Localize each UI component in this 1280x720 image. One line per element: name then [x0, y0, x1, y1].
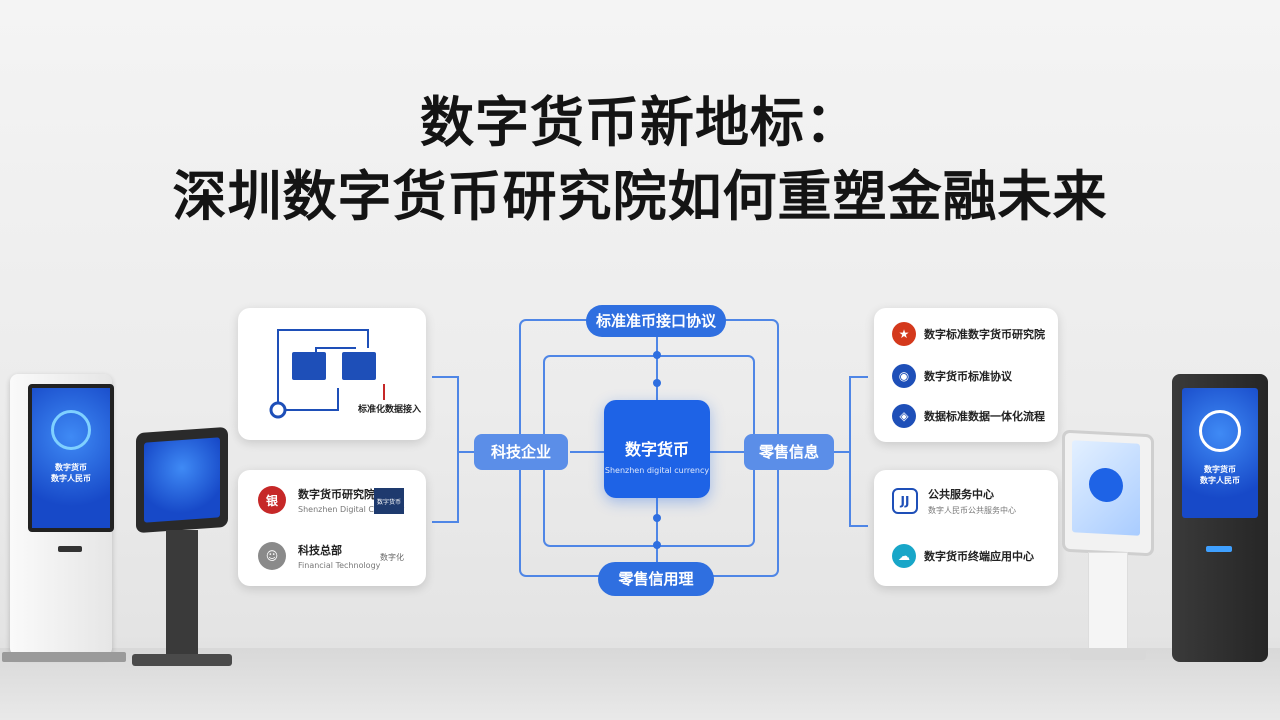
- hub-label: 数字货币: [624, 440, 689, 459]
- title-line-1: 数字货币新地标：: [420, 91, 860, 154]
- title-line-2: 深圳数字货币研究院如何重塑金融未来: [172, 165, 1108, 228]
- kiosk-right-dark: 数字货币 数字人民币: [1172, 374, 1268, 664]
- flow-diagram-icon: [269, 329, 385, 419]
- diagram-card: 标准化数据接入: [238, 308, 426, 440]
- list-item: JJ 公共服务中心 数字人民币公共服务中心: [892, 486, 1016, 516]
- card-slot: [1206, 546, 1232, 552]
- hub-sub: Shenzhen digital currency: [604, 466, 710, 475]
- kiosk-left-white: 数字货币 数字人民币: [2, 374, 126, 664]
- left-node: 科技企业: [474, 434, 568, 470]
- bank-row: 银 数字货币研究院 Shenzhen Digital Currency: [258, 486, 404, 514]
- diagram-card-label: 标准化数据接入: [358, 405, 422, 415]
- list-item-label: 数字货币终端应用中心: [924, 550, 1034, 563]
- bracket-icon: JJ: [892, 488, 918, 514]
- kiosk-screen-text: 数字货币 数字人民币: [51, 463, 91, 483]
- eye-icon: ◉: [892, 364, 916, 388]
- kiosk-logo-icon: [1199, 410, 1241, 452]
- person-name: 科技总部: [298, 544, 342, 557]
- avatar-icon: ☺: [258, 542, 286, 570]
- services-card: JJ 公共服务中心 数字人民币公共服务中心 ☁ 数字货币终端应用中心: [874, 470, 1058, 586]
- list-item-label: 数字标准数字货币研究院: [924, 328, 1045, 341]
- kiosk-screen: [1072, 440, 1140, 536]
- list-item-label: 数据标准数据一体化流程: [924, 410, 1045, 423]
- list-item: ◉ 数字货币标准协议: [892, 364, 1012, 388]
- emblem-icon: ★: [892, 322, 916, 346]
- standards-card: ★ 数字标准数字货币研究院 ◉ 数字货币标准协议 ◈ 数据标准数据一体化流程: [874, 308, 1058, 442]
- bank-badge: 数字货币: [374, 488, 404, 514]
- kiosk-logo-icon: [1089, 467, 1123, 503]
- card-slot: [58, 546, 82, 552]
- cloud-icon: ☁: [892, 544, 916, 568]
- kiosk-screen: 数字货币 数字人民币: [1182, 388, 1258, 518]
- digital-currency-hub: 数字货币 Shenzhen digital currency: [604, 400, 710, 498]
- list-item-label: 数字货币标准协议: [924, 370, 1012, 383]
- person-side: 数字化: [380, 553, 404, 562]
- kiosk-screen: [144, 437, 220, 523]
- kiosk-screen-text: 数字货币 数字人民币: [1200, 465, 1240, 485]
- list-item: ☁ 数字货币终端应用中心: [892, 544, 1034, 568]
- bank-name: 数字货币研究院: [298, 488, 375, 501]
- kiosk-right-white: [1062, 429, 1162, 662]
- list-item: ★ 数字标准数字货币研究院: [892, 322, 1045, 346]
- right-node: 零售信息: [744, 434, 834, 470]
- list-item: ◈ 数据标准数据一体化流程: [892, 404, 1045, 428]
- shield-icon: ◈: [892, 404, 916, 428]
- list-item-sub: 数字人民币公共服务中心: [928, 506, 1016, 515]
- person-row: ☺ 科技总部 Financial Technology: [258, 542, 380, 570]
- kiosk-screen: 数字货币 数字人民币: [28, 384, 114, 532]
- person-sub: Financial Technology: [298, 561, 381, 570]
- kiosk-logo-icon: [51, 410, 91, 450]
- bank-logo-icon: 银: [258, 486, 286, 514]
- list-item-label: 公共服务中心: [928, 488, 994, 501]
- top-node: 标准准币接口协议: [586, 305, 726, 337]
- bottom-node: 零售信用理: [598, 562, 714, 596]
- kiosk-left-dark: [132, 426, 232, 666]
- bank-sub: Shenzhen Digital Currency: [298, 505, 405, 514]
- org-card: 银 数字货币研究院 Shenzhen Digital Currency 数字货币…: [238, 470, 426, 586]
